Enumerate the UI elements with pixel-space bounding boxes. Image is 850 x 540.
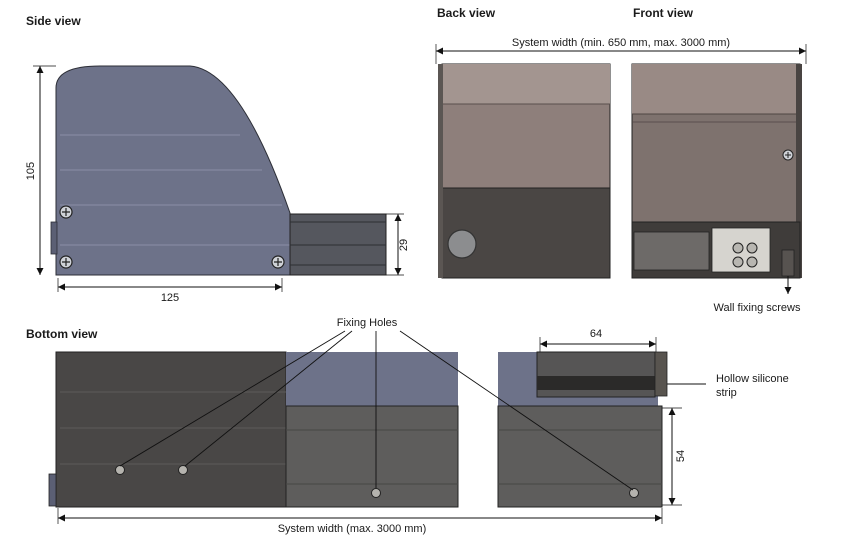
fixing-hole: [178, 465, 188, 475]
screw-icon: [59, 255, 73, 269]
bottom-view-title: Bottom view: [26, 327, 98, 341]
side-view: 105 125 29: [25, 65, 410, 304]
label-silicone-strip-1: Hollow silicone: [716, 373, 789, 385]
wall-fixing-screw: [781, 249, 795, 277]
screw-icon: [782, 149, 794, 161]
back-endcap-knob: [447, 229, 477, 259]
fixing-hole: [115, 465, 125, 475]
dim-side-height: 105: [25, 162, 37, 180]
bottom-view: Fixing Holes Hollow silicone strip 64 54…: [48, 317, 789, 535]
side-view-title: Side view: [26, 14, 81, 28]
screw-icon: [271, 255, 285, 269]
label-wall-fixing-screws: Wall fixing screws: [714, 302, 801, 314]
fixing-hole: [371, 488, 381, 498]
dim-system-width-top: System width (min. 650 mm, max. 3000 mm): [512, 37, 730, 49]
dim-system-width-bottom: System width (max. 3000 mm): [278, 523, 427, 535]
back-view: [438, 63, 611, 279]
front-view-title: Front view: [633, 6, 694, 20]
dim-bottom-profile-width: 64: [590, 328, 602, 340]
dim-bottom-depth: 54: [675, 450, 687, 462]
silicone-strip: [654, 351, 668, 397]
front-view: Wall fixing screws: [631, 63, 802, 314]
dim-side-profile-height: 29: [398, 239, 410, 251]
label-silicone-strip-2: strip: [716, 387, 737, 399]
side-endcap-tab: [50, 221, 58, 255]
bottom-top-block: [536, 351, 656, 398]
bottom-blue-section: [286, 352, 458, 406]
fixing-hole: [629, 488, 639, 498]
screw-icon: [59, 205, 73, 219]
label-fixing-holes: Fixing Holes: [337, 317, 398, 329]
back-view-title: Back view: [437, 6, 496, 20]
bottom-left-housing: [55, 351, 287, 508]
dim-side-width: 125: [161, 292, 179, 304]
